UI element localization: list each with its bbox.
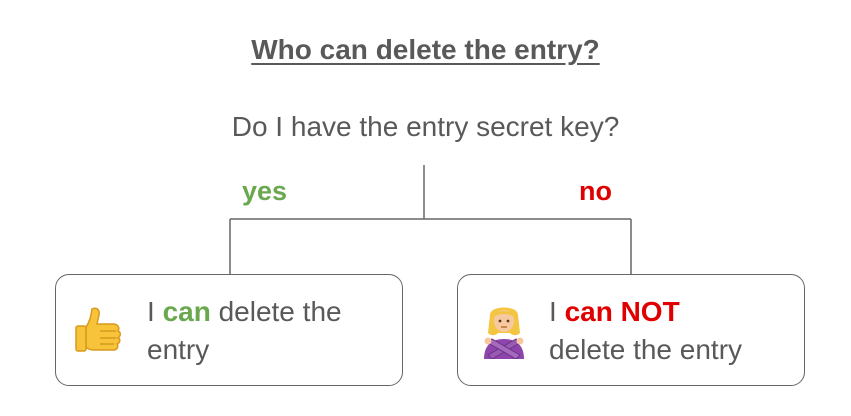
can-delete-line2: entry <box>147 334 210 365</box>
can-delete-rest: delete the <box>210 296 342 327</box>
can-delete-prefix: I <box>147 296 163 327</box>
can-not-highlight: can NOT <box>564 296 680 327</box>
no-branch-label: no <box>579 176 612 206</box>
person-gesturing-no-icon <box>484 307 524 359</box>
cannot-delete-prefix: I <box>549 296 565 327</box>
can-delete-text: I can delete the entry <box>147 293 397 369</box>
cannot-delete-text: I can NOT delete the entry <box>549 293 799 369</box>
can-highlight: can <box>162 296 211 327</box>
decision-question: Do I have the entry secret key? <box>231 111 620 142</box>
cannot-delete-line2: delete the entry <box>549 334 743 365</box>
yes-branch-label: yes <box>242 176 288 206</box>
thumbs-up-icon <box>75 307 121 352</box>
diagram-title: Who can delete the entry? <box>251 34 600 65</box>
cannot-delete-box: I can NOT delete the entry <box>457 274 805 386</box>
can-delete-box: I can delete the entry <box>55 274 403 386</box>
